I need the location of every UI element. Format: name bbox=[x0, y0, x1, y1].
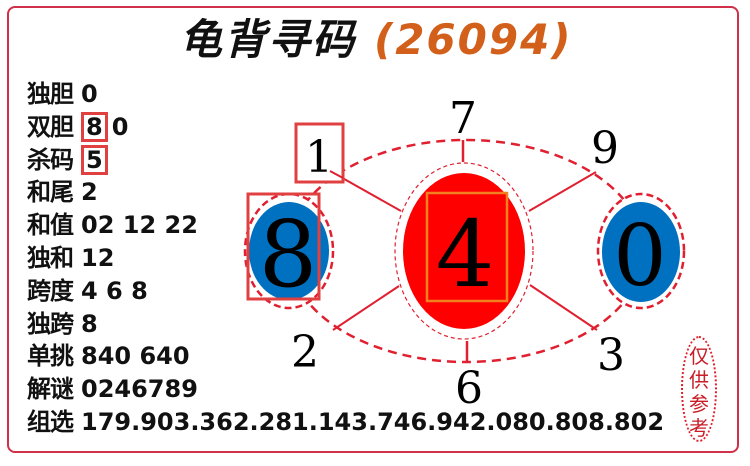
info-label: 单挑 bbox=[27, 342, 74, 371]
spoke-digit-top: 7 bbox=[449, 93, 477, 144]
info-value: 02 12 22 bbox=[81, 211, 198, 240]
stamp-char: 参 bbox=[689, 392, 709, 416]
info-label: 跨度 bbox=[27, 276, 74, 305]
highlighted-digit: 5 bbox=[81, 144, 108, 175]
info-value: 0246789 bbox=[81, 375, 198, 404]
spoke-digit-bottom: 6 bbox=[455, 363, 483, 414]
info-label: 双胆 bbox=[27, 112, 74, 141]
stamp-text: 仅 供 参 考 bbox=[683, 344, 715, 440]
issue-number: (26094) bbox=[374, 15, 573, 64]
center-digit: 4 bbox=[436, 201, 495, 308]
right-digit: 0 bbox=[613, 207, 666, 305]
info-label: 和尾 bbox=[27, 178, 74, 207]
stamp-char: 考 bbox=[689, 416, 709, 440]
left-blue-ellipse bbox=[249, 202, 329, 300]
info-label: 和值 bbox=[27, 211, 74, 240]
info-value: 2 bbox=[81, 178, 98, 207]
info-label: 独和 bbox=[27, 243, 74, 272]
spoke-digit-bottom-left: 2 bbox=[291, 327, 319, 378]
info-label: 独跨 bbox=[27, 309, 74, 338]
stamp-char: 供 bbox=[689, 368, 709, 392]
page-title: 龟背寻码 (26094) bbox=[180, 12, 573, 68]
spoke-line-bottom-left bbox=[332, 285, 400, 331]
info-label: 组选 bbox=[27, 407, 74, 436]
center-highlight-box bbox=[425, 191, 509, 303]
top-left-highlight-box bbox=[294, 122, 345, 184]
spoke-line-top-right bbox=[528, 171, 597, 212]
page-frame bbox=[7, 6, 739, 453]
center-red-ellipse bbox=[403, 173, 525, 329]
highlighted-digit: 8 bbox=[81, 111, 108, 142]
spoke-digit-top-left: 1 bbox=[305, 132, 333, 183]
info-value: 8 bbox=[81, 309, 98, 338]
info-label: 杀码 bbox=[27, 145, 74, 174]
spoke-digit-bottom-right: 3 bbox=[597, 330, 625, 381]
info-value: 0 bbox=[111, 112, 129, 141]
title-text: 龟背寻码 bbox=[180, 15, 357, 64]
info-value: 12 bbox=[81, 243, 115, 272]
right-blue-ellipse bbox=[602, 202, 680, 302]
info-value: 0 bbox=[81, 80, 98, 108]
info-value: 179.903.362.281.143.746.942.080.808.802 bbox=[81, 407, 665, 436]
spoke-line-bottom-right bbox=[529, 284, 598, 331]
stamp-char: 仅 bbox=[689, 344, 709, 368]
spoke-line-top-left-over bbox=[329, 170, 344, 179]
spoke-digit-top-right: 9 bbox=[591, 123, 619, 174]
info-label: 解谜 bbox=[27, 375, 74, 404]
info-value: 4 6 8 bbox=[81, 276, 148, 305]
left-highlight-box bbox=[246, 192, 321, 301]
info-label: 独胆 bbox=[27, 80, 74, 108]
for-reference-stamp: 仅 供 参 考 bbox=[681, 336, 717, 442]
info-value: 840 640 bbox=[81, 342, 190, 371]
left-digit: 8 bbox=[259, 201, 318, 308]
